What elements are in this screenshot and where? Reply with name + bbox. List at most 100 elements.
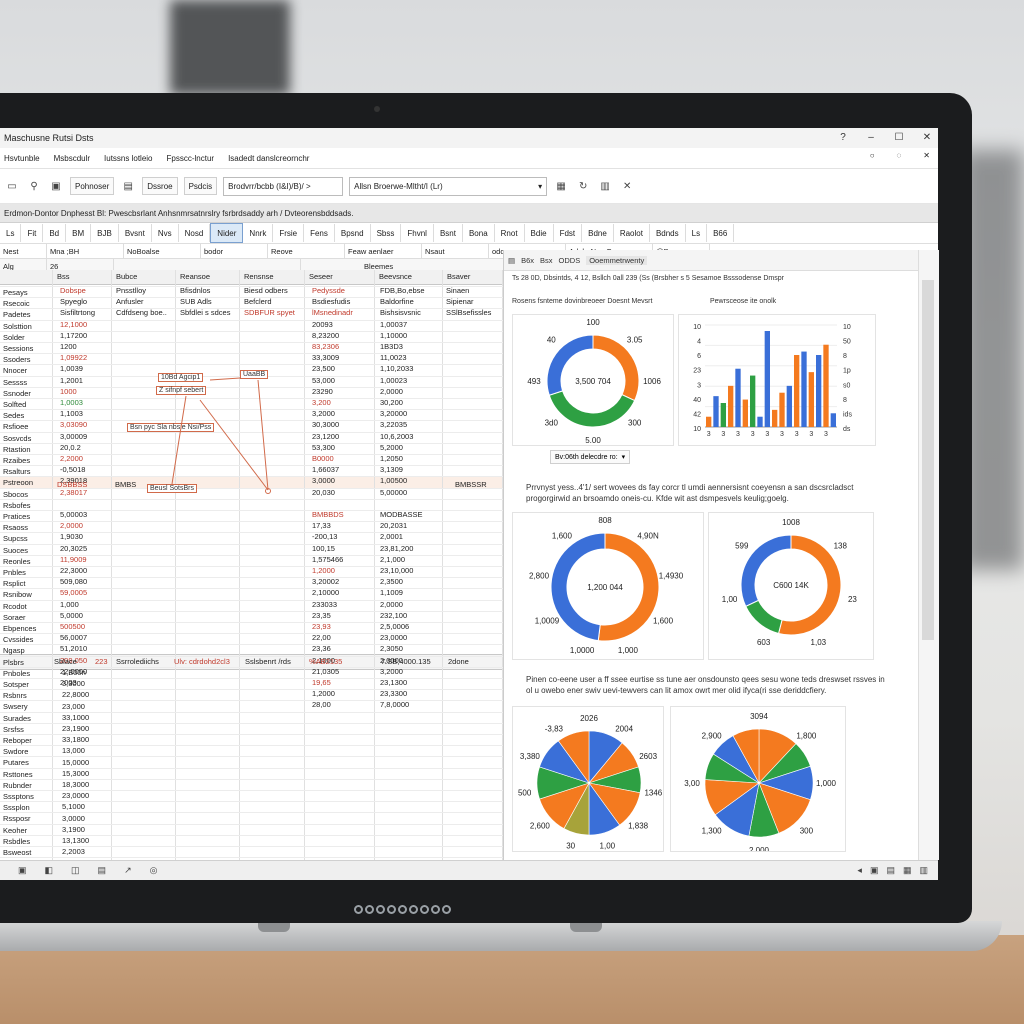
ribbon-button[interactable]: Nosd (179, 224, 211, 242)
name-cell[interactable]: Reove (268, 244, 345, 258)
cell[interactable]: Spyeglo (60, 297, 88, 307)
cell[interactable]: -0,5018 (60, 465, 86, 475)
summary-cell[interactable]: Sslsbenrt /rds (245, 657, 291, 666)
cell[interactable]: 3,3000 (62, 679, 85, 689)
ribbon-button[interactable]: Nvs (152, 224, 179, 242)
cell[interactable]: 2,0000 (380, 386, 403, 396)
cell[interactable]: 2,10000 (312, 588, 340, 598)
cell[interactable]: -200,13 (312, 532, 338, 542)
cell[interactable]: 1,00500 (380, 476, 408, 486)
cell[interactable]: 11,9009 (60, 554, 87, 564)
cell[interactable]: 2,0000 (380, 655, 403, 665)
image-icon[interactable]: ▣ (51, 180, 61, 192)
cell-comment[interactable]: Bsn pyc Sla nbsie Nsi/Pss (127, 423, 215, 432)
ribbon-button[interactable]: Ls (686, 224, 708, 242)
cell[interactable]: 1,66037 (312, 465, 340, 475)
cell[interactable]: 20093 (312, 319, 333, 329)
ribbon-button[interactable]: Fit (21, 224, 44, 242)
name-cell[interactable]: Nest (0, 244, 47, 258)
row-label[interactable]: Rtastion (3, 444, 31, 454)
cell[interactable]: 23290 (312, 386, 333, 396)
panel-dropdown[interactable]: Ooemmetrwenty (586, 255, 648, 265)
row-label[interactable]: Pesays (3, 288, 28, 297)
help-icon[interactable]: ? (840, 131, 846, 143)
column-header[interactable]: Reansoe (180, 272, 211, 281)
vertical-scrollbar[interactable] (918, 250, 939, 860)
row-label[interactable]: Keoher (3, 825, 28, 835)
cell[interactable]: 2,2003 (62, 847, 85, 857)
cell[interactable]: 2,0000 (380, 599, 403, 609)
band-marker[interactable]: BMBS (115, 480, 137, 489)
column-header[interactable]: Beevsnce (379, 272, 412, 281)
cell[interactable]: 18,3000 (62, 780, 90, 789)
ribbon-button[interactable]: Rnot (495, 224, 525, 242)
cell[interactable]: 20,0.2 (60, 442, 81, 452)
view-icon[interactable]: ▥ (919, 865, 928, 875)
chart-filter-button[interactable]: Bv:06th delecdre ro:▾ (550, 450, 631, 464)
statusbar-icon[interactable]: ◧ (44, 865, 54, 875)
row-label[interactable]: Putares (3, 758, 29, 768)
cell[interactable]: 2,1,000 (380, 554, 406, 564)
cell[interactable]: 3,1900 (62, 824, 85, 834)
row-label[interactable]: Plsbrs (3, 657, 24, 667)
cell[interactable]: 23,000 (62, 701, 85, 711)
row-label[interactable]: Sosvcds (3, 433, 32, 443)
cell[interactable]: SDBFUR spyet (244, 308, 295, 318)
row-label[interactable]: Rubnder (3, 780, 32, 790)
cell[interactable]: 1,10,2033 (380, 364, 414, 374)
ribbon-button[interactable]: Fdst (554, 224, 583, 242)
panel-icon[interactable]: ▤ (508, 255, 516, 265)
cell[interactable]: 500500 (60, 622, 86, 631)
cell[interactable]: Befclerd (244, 297, 272, 307)
band-marker[interactable]: BMBSSR (455, 480, 487, 489)
statusbar-icon[interactable]: ↗ (124, 865, 132, 875)
cell[interactable]: 233033 (312, 599, 338, 609)
row-label[interactable]: Pratices (3, 512, 31, 521)
row-label[interactable]: Solder (3, 332, 25, 342)
summary-cell[interactable]: 223 (95, 657, 108, 666)
row-label[interactable]: Solsttion (3, 321, 32, 331)
cell[interactable]: 22,0000 (60, 666, 88, 676)
cell[interactable]: BMBBDS (312, 510, 344, 519)
cell[interactable]: 11,0023 (380, 353, 407, 363)
cell[interactable]: 1,0003 (60, 398, 83, 407)
cell[interactable]: 2,39018 (60, 476, 88, 486)
row-label[interactable]: Sotsper (3, 680, 29, 689)
ribbon-button[interactable]: Sbss (371, 224, 402, 242)
view-icon[interactable]: ▣ (869, 865, 879, 875)
cell[interactable]: B0000 (312, 454, 334, 463)
cell[interactable]: 2003 (60, 678, 77, 687)
table-icon[interactable]: ▥ (600, 180, 610, 192)
cell[interactable]: 1,10000 (380, 330, 408, 340)
cell[interactable]: 20,2031 (380, 521, 408, 531)
row-label[interactable]: Swdore (3, 747, 29, 757)
ribbon-button[interactable]: Bdie (525, 224, 554, 242)
name-cell[interactable]: Feaw aenlaer (345, 244, 422, 258)
cell[interactable]: 23,0000 (380, 633, 408, 643)
cell[interactable]: 7,8,0000 (380, 700, 410, 710)
cell[interactable]: 1,2000 (312, 566, 335, 575)
toolbar-button[interactable]: Psdcis (183, 177, 218, 195)
cell[interactable]: 100,15 (312, 543, 335, 553)
cell[interactable]: 209,050 (60, 655, 88, 665)
row-label[interactable]: Rssposr (3, 814, 31, 824)
cell[interactable]: Sipienar (446, 297, 474, 307)
cell[interactable]: 2,38017 (60, 487, 88, 497)
close-icon[interactable]: ✕ (922, 131, 932, 143)
cell[interactable]: 23,36 (312, 644, 331, 654)
row-label[interactable]: Rsecoic (3, 299, 30, 309)
cell[interactable]: Pnsstlloy (116, 286, 147, 295)
cell[interactable]: 3,0000 (312, 476, 335, 486)
cell[interactable]: 3,20000 (380, 409, 408, 419)
row-label[interactable]: Rsbdles (3, 836, 31, 846)
ribbon-button[interactable]: Raolot (614, 224, 650, 242)
summary-cell[interactable]: Ssrrolediichs (116, 657, 159, 666)
row-label[interactable]: Sbocos (3, 489, 29, 499)
cell[interactable]: 33,3009 (312, 353, 340, 363)
cell[interactable]: 53,000 (312, 375, 335, 385)
cell[interactable]: 33,1800 (62, 735, 90, 745)
column-header[interactable]: Bss (57, 272, 70, 281)
cell[interactable]: 232,100 (380, 610, 408, 620)
